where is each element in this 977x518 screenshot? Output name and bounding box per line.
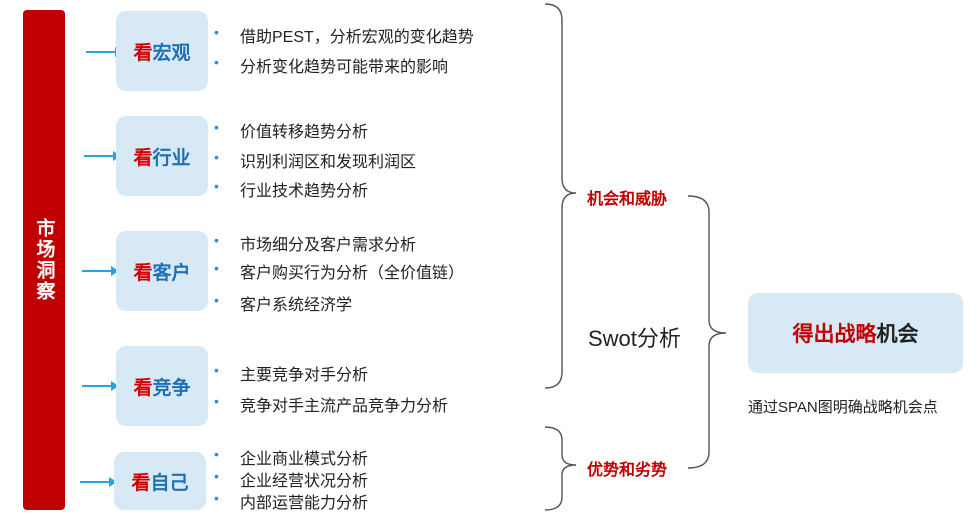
list-item: 借助PEST，分析宏观的变化趋势: [240, 29, 474, 46]
bullet-icon: •: [214, 24, 219, 40]
list-item: 分析变化趋势可能带来的影响: [240, 59, 449, 76]
category-value: 行业: [152, 147, 191, 169]
list-item: 识别利润区和发现利润区: [240, 154, 417, 171]
category-competition-box: 看竞争: [116, 346, 208, 426]
bullet-icon: •: [214, 149, 219, 165]
category-key: 看: [133, 147, 153, 169]
strategic-opportunity-box: 得出战略机会: [748, 293, 963, 373]
category-macro-box: 看宏观: [116, 11, 208, 91]
category-value: 自己: [150, 472, 189, 494]
list-item: 企业经营状况分析: [240, 473, 369, 490]
arrow-customer: [82, 266, 119, 276]
arrow-self: [80, 477, 117, 487]
category-value: 竞争: [152, 377, 191, 399]
swot-analysis-label: Swot分析: [588, 326, 681, 351]
list-item: 客户系统经济学: [240, 297, 353, 314]
list-item: 客户购买行为分析（全价值链）: [240, 265, 465, 282]
category-value: 客户: [152, 262, 191, 284]
category-self-box: 看自己: [114, 452, 206, 510]
span-note: 通过SPAN图明确战略机会点: [748, 399, 938, 416]
category-key: 看: [133, 377, 153, 399]
list-item: 竞争对手主流产品竞争力分析: [240, 398, 449, 415]
bullet-icon: •: [214, 362, 219, 378]
list-item: 主要竞争对手分析: [240, 367, 369, 384]
label-opportunities-threats: 机会和威胁: [587, 191, 668, 208]
bullet-icon: •: [214, 232, 219, 248]
list-item: 企业商业模式分析: [240, 451, 369, 468]
category-industry-box: 看行业: [116, 116, 208, 196]
category-key: 看: [131, 472, 151, 494]
market-insight-bar: 市场洞察: [23, 10, 65, 510]
bullet-icon: •: [214, 490, 219, 506]
bullet-icon: •: [214, 292, 219, 308]
bullet-icon: •: [214, 54, 219, 70]
label-strengths-weaknesses: 优势和劣势: [587, 462, 668, 479]
brace-strengths: [544, 426, 577, 511]
bullet-icon: •: [214, 446, 219, 462]
category-key: 看: [133, 262, 153, 284]
category-value: 宏观: [152, 42, 191, 64]
market-insight-label: 市场洞察: [33, 218, 55, 302]
list-item: 内部运营能力分析: [240, 495, 369, 512]
arrow-competition: [82, 381, 119, 391]
brace-opportunities: [544, 3, 577, 389]
bullet-icon: •: [214, 393, 219, 409]
bullet-icon: •: [214, 260, 219, 276]
bullet-icon: •: [214, 119, 219, 135]
category-key: 看: [133, 42, 153, 64]
brace-swot: [687, 195, 727, 469]
result-rest: 机会: [876, 323, 919, 346]
list-item: 价值转移趋势分析: [240, 124, 369, 141]
category-customer-box: 看客户: [116, 231, 208, 311]
list-item: 市场细分及客户需求分析: [240, 237, 417, 254]
bullet-icon: •: [214, 178, 219, 194]
list-item: 行业技术趋势分析: [240, 183, 369, 200]
result-highlight: 得出战略: [792, 323, 877, 346]
bullet-icon: •: [214, 468, 219, 484]
